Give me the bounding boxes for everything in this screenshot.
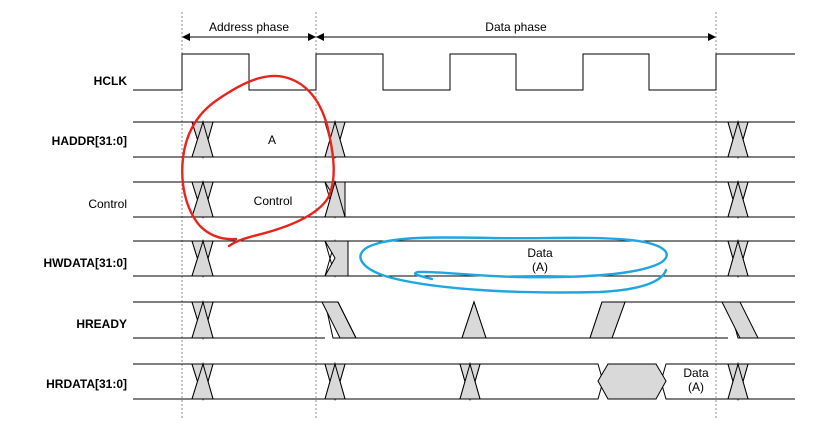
hrdata-value-line2: (A) bbox=[688, 380, 704, 394]
hready-waveform bbox=[133, 300, 795, 340]
control-label: Control bbox=[88, 197, 127, 211]
data-phase-label: Data phase bbox=[485, 20, 547, 34]
hwdata-label: HWDATA[31:0] bbox=[43, 256, 127, 270]
hclk-waveform bbox=[133, 53, 795, 91]
hrdata-value-line1: Data bbox=[683, 366, 709, 380]
data-phase-marker: Data phase bbox=[316, 20, 716, 41]
hrdata-label: HRDATA[31:0] bbox=[46, 377, 127, 391]
address-phase-label: Address phase bbox=[209, 20, 289, 34]
haddr-value: A bbox=[268, 133, 276, 147]
hwdata-value-line1: Data bbox=[527, 246, 553, 260]
red-circle-annotation bbox=[181, 74, 335, 248]
address-phase-marker: Address phase bbox=[182, 20, 316, 41]
control-value: Control bbox=[254, 194, 293, 208]
blue-circle-annotation bbox=[359, 236, 668, 294]
hclk-label: HCLK bbox=[94, 74, 128, 88]
haddr-label: HADDR[31:0] bbox=[52, 134, 127, 148]
control-waveform: Control bbox=[133, 180, 795, 219]
hwdata-value-line2: (A) bbox=[532, 260, 548, 274]
hready-label: HREADY bbox=[76, 317, 127, 331]
haddr-waveform: A bbox=[133, 120, 795, 159]
hrdata-waveform: Data (A) bbox=[133, 362, 795, 401]
clock-edge-guides bbox=[181, 12, 717, 420]
hwdata-waveform: Data (A) bbox=[133, 239, 795, 278]
